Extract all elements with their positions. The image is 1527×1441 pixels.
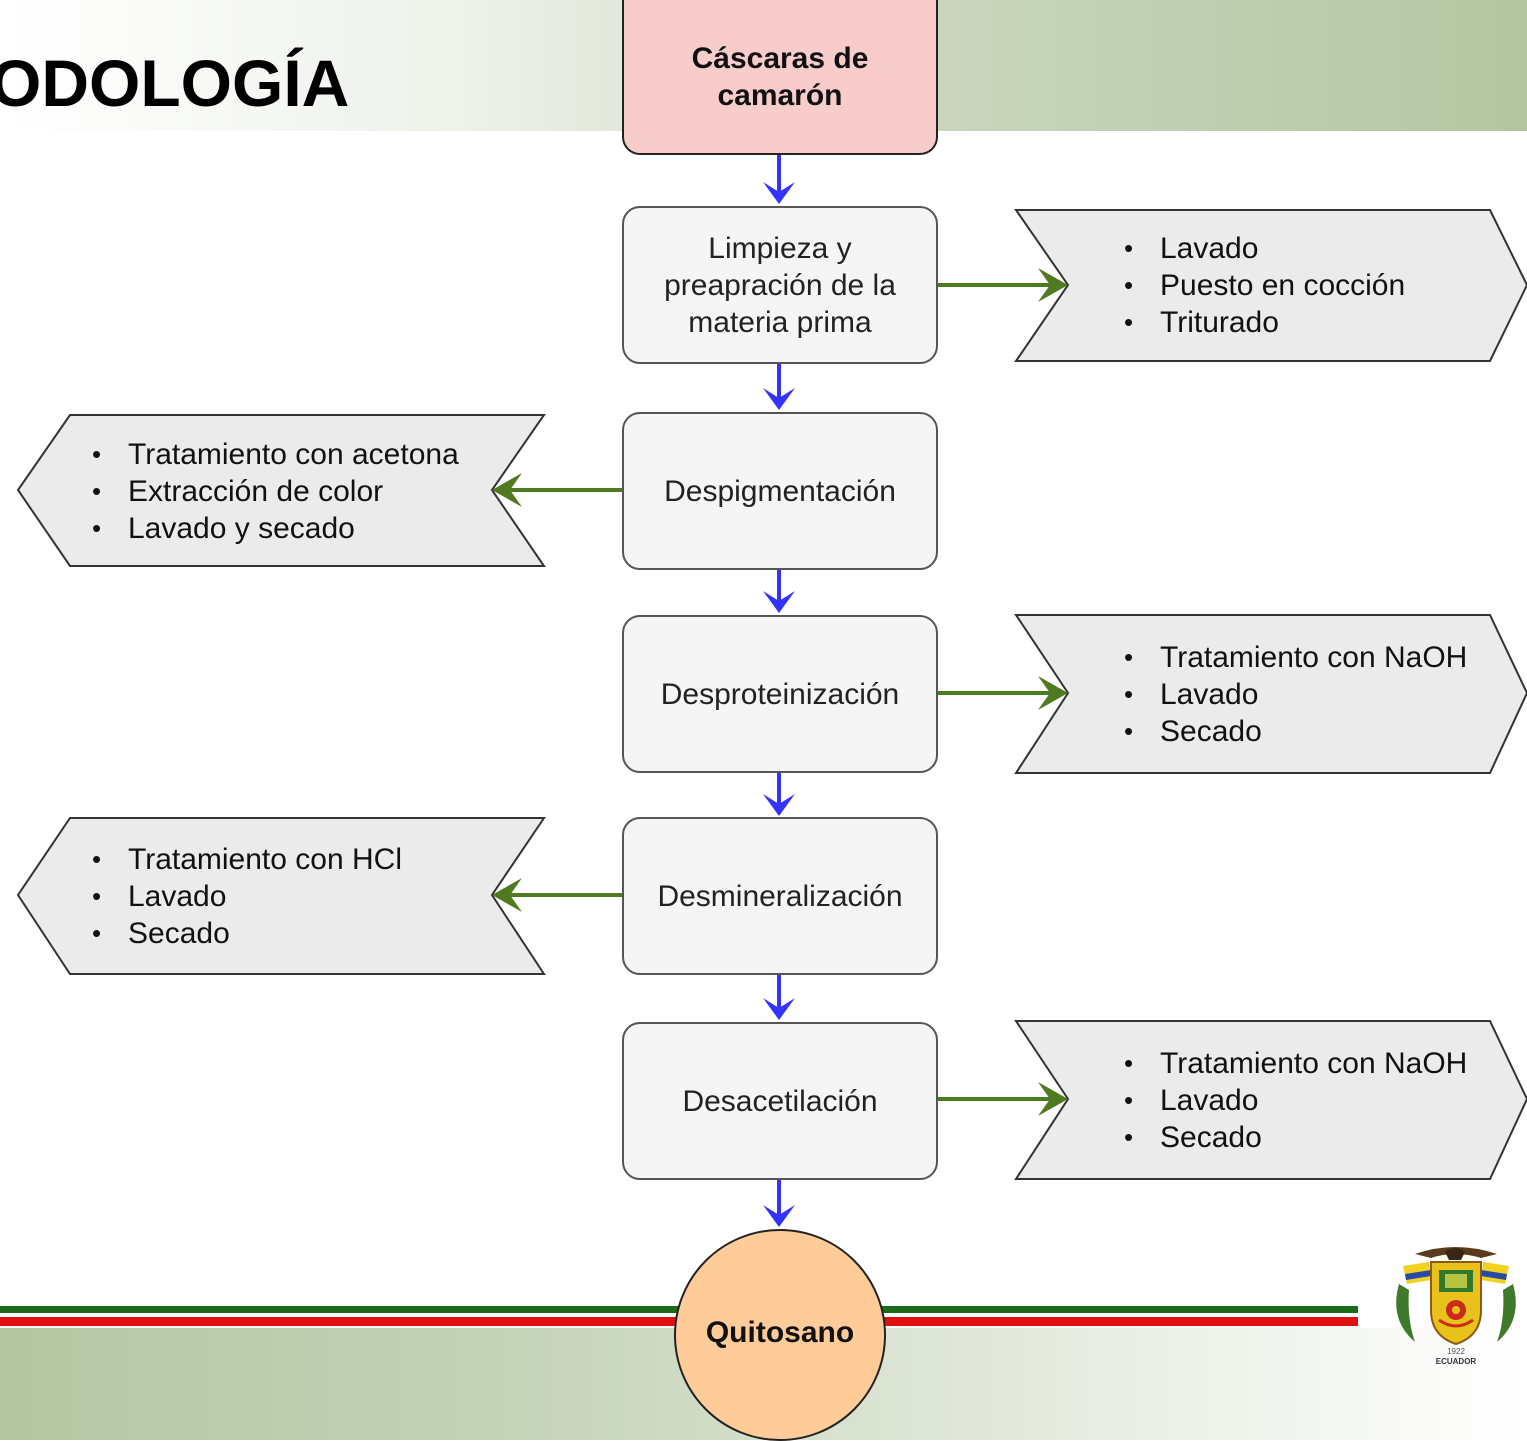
- emblem-year: 1922: [1447, 1347, 1465, 1356]
- step-node-cleaning: Limpieza y preapración de la materia pri…: [622, 206, 938, 364]
- flow-arrow-6: [763, 1180, 795, 1227]
- step-node-demineralization: Desmineralización: [622, 817, 938, 975]
- side-arrow-3: [938, 676, 1068, 710]
- list-item: Lavado: [90, 878, 402, 915]
- side-arrow-1: [938, 268, 1068, 302]
- step-label: Limpieza y preapración de la materia pri…: [664, 231, 896, 339]
- step-label: Desacetilación: [682, 1084, 878, 1118]
- list-item: Secado: [90, 915, 402, 952]
- flow-arrow-2: [763, 364, 795, 410]
- list-item: Puesto en cocción: [1122, 267, 1405, 304]
- start-node: Cáscaras de camarón: [622, 0, 938, 155]
- step-label: Despigmentación: [664, 474, 896, 508]
- flow-arrow-3: [763, 570, 795, 613]
- step-node-deacetylation: Desacetilación: [622, 1022, 938, 1180]
- flow-arrow-1: [763, 155, 795, 204]
- side-arrow-2: [492, 473, 622, 507]
- step-label: Desmineralización: [657, 879, 903, 913]
- list-item: Secado: [1122, 1119, 1467, 1156]
- note-list-deacetylation: Tratamiento con NaOH Lavado Secado: [1122, 1045, 1467, 1156]
- list-item: Tratamiento con NaOH: [1122, 1045, 1467, 1082]
- step-node-depigmentation: Despigmentación: [622, 412, 938, 570]
- list-item: Tratamiento con HCl: [90, 841, 402, 878]
- list-item: Lavado: [1122, 676, 1467, 713]
- list-item: Triturado: [1122, 304, 1405, 341]
- note-list-deproteinization: Tratamiento con NaOH Lavado Secado: [1122, 639, 1467, 750]
- side-arrow-4: [492, 878, 622, 912]
- flow-arrow-4: [763, 773, 795, 816]
- side-arrow-5: [938, 1082, 1068, 1116]
- list-item: Secado: [1122, 713, 1467, 750]
- note-list-cleaning: Lavado Puesto en cocción Triturado: [1122, 230, 1405, 341]
- list-item: Lavado y secado: [90, 510, 459, 547]
- end-node: Quitosano: [674, 1229, 886, 1441]
- list-item: Tratamiento con NaOH: [1122, 639, 1467, 676]
- page-title: ODOLOGÍA: [0, 46, 350, 120]
- list-item: Lavado: [1122, 1082, 1467, 1119]
- note-list-demineralization: Tratamiento con HCl Lavado Secado: [90, 841, 402, 952]
- start-node-label: Cáscaras de camarón: [691, 41, 869, 112]
- list-item: Extracción de color: [90, 473, 459, 510]
- end-node-label: Quitosano: [705, 1316, 855, 1349]
- list-item: Lavado: [1122, 230, 1405, 267]
- note-list-depigmentation: Tratamiento con acetona Extracción de co…: [90, 436, 459, 547]
- list-item: Tratamiento con acetona: [90, 436, 459, 473]
- step-node-deproteinization: Desproteinización: [622, 615, 938, 773]
- step-label: Desproteinización: [660, 677, 900, 711]
- flow-arrow-5: [763, 975, 795, 1020]
- emblem-country: ECUADOR: [1436, 1357, 1477, 1366]
- emblem-logo: 1922 ECUADOR: [1396, 1247, 1516, 1366]
